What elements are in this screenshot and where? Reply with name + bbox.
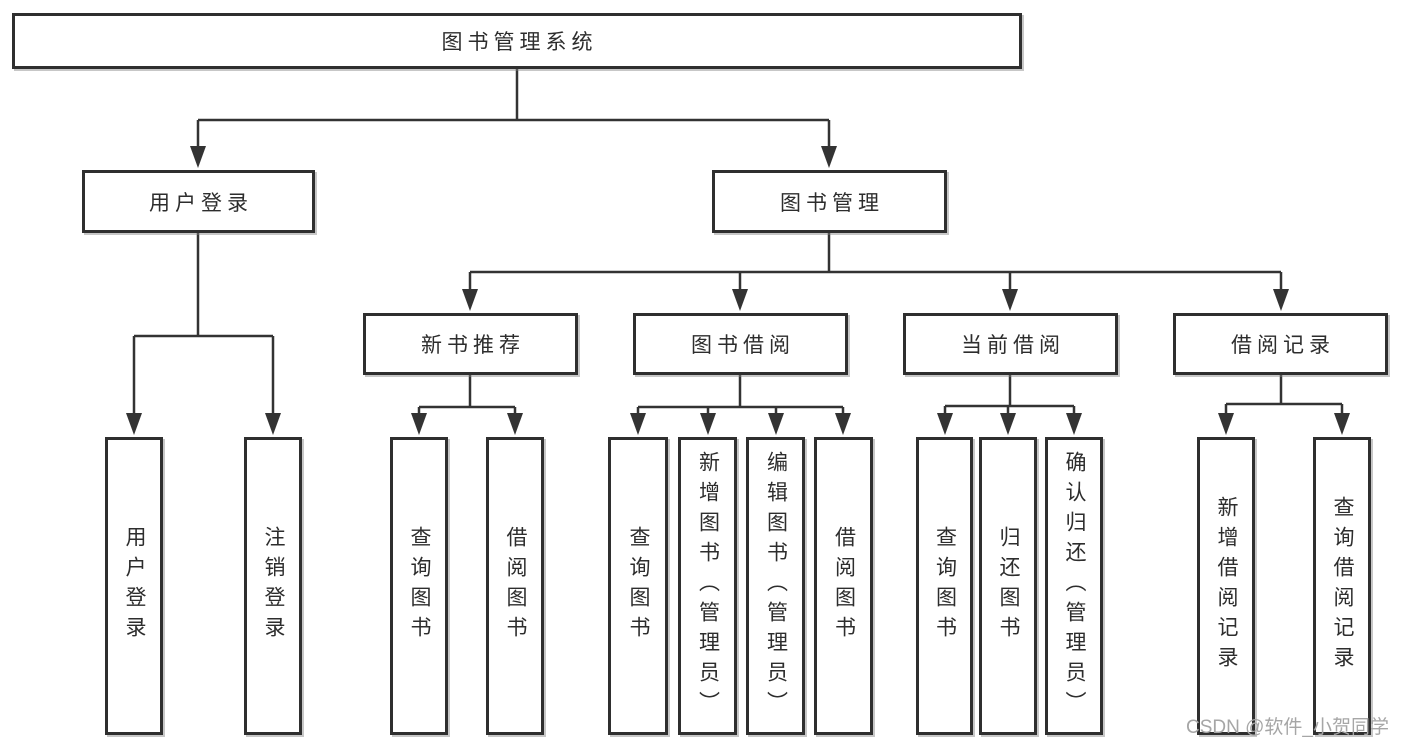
node-label: 借阅记录 [1231, 334, 1335, 357]
arrowhead-down [700, 413, 716, 435]
node-label: 用户登录 [149, 191, 253, 215]
node-label: 图书管理系统 [441, 31, 598, 54]
arrowhead-down [1334, 413, 1350, 435]
connector-new-book-children [411, 375, 523, 435]
arrowhead-down [462, 289, 478, 311]
node-borrow-books-leaf: 借阅图书 [814, 437, 873, 735]
arrowhead-down [1066, 413, 1082, 435]
arrowhead-down [937, 413, 953, 435]
node-label: 新书推荐 [421, 334, 525, 357]
node-user-login: 用户登录 [82, 170, 315, 233]
node-label: 借阅图书 [832, 526, 856, 646]
connector-book-borrowing-children [630, 375, 851, 435]
node-label: 查询借阅记录 [1331, 496, 1354, 676]
arrowhead-down [126, 413, 142, 435]
node-query-books-recommend: 查询图书 [390, 437, 448, 735]
arrowhead-down [190, 146, 206, 168]
node-label: 编辑图书（管理员） [764, 451, 788, 721]
node-label: 查询图书 [627, 526, 650, 646]
node-label: 查询图书 [408, 526, 431, 646]
arrowhead-down [265, 413, 281, 435]
arrowhead-down [1218, 413, 1234, 435]
node-label: 查询图书 [933, 526, 957, 646]
node-query-books-borrowing: 查询图书 [608, 437, 668, 735]
node-query-books-current: 查询图书 [916, 437, 973, 735]
node-library-management-system: 图书管理系统 [12, 13, 1022, 69]
arrowhead-down [1273, 289, 1289, 311]
arrowhead-down [507, 413, 523, 435]
node-new-book-recommendation: 新书推荐 [363, 313, 578, 375]
node-label: 当前借阅 [961, 334, 1065, 357]
connector-current-borrowing-children [937, 375, 1082, 435]
node-book-borrowing: 图书借阅 [633, 313, 848, 375]
node-label: 用户登录 [123, 526, 146, 646]
node-borrowing-records: 借阅记录 [1173, 313, 1388, 375]
node-query-borrow-record: 查询借阅记录 [1313, 437, 1371, 735]
node-borrow-books-recommend: 借阅图书 [486, 437, 544, 735]
node-confirm-return-admin: 确认归还（管理员） [1045, 437, 1103, 735]
node-label: 图书管理 [780, 191, 884, 215]
node-label: 注销登录 [262, 526, 285, 646]
arrowhead-down [1000, 413, 1016, 435]
node-user-login-leaf: 用户登录 [105, 437, 163, 735]
watermark-text: CSDN @软件_小贺同学 [1186, 717, 1389, 738]
connector-user-login-children [126, 233, 281, 435]
node-return-book: 归还图书 [979, 437, 1037, 735]
node-book-management: 图书管理 [712, 170, 947, 233]
connector-borrowing-records-children [1218, 375, 1350, 435]
connector-book-management-children [462, 233, 1289, 311]
node-logout-leaf: 注销登录 [244, 437, 302, 735]
arrowhead-down [732, 289, 748, 311]
node-add-borrow-record: 新增借阅记录 [1197, 437, 1255, 735]
arrowhead-down [411, 413, 427, 435]
arrowhead-down [835, 413, 851, 435]
connector-root-to-level2 [190, 69, 837, 168]
arrowhead-down [1002, 289, 1018, 311]
arrowhead-down [821, 146, 837, 168]
arrowhead-down [768, 413, 784, 435]
node-label: 借阅图书 [504, 526, 527, 646]
node-label: 图书借阅 [691, 334, 795, 357]
node-label: 新增借阅记录 [1215, 496, 1238, 676]
node-add-book-admin: 新增图书（管理员） [678, 437, 737, 735]
arrowhead-down [630, 413, 646, 435]
node-current-borrowing: 当前借阅 [903, 313, 1118, 375]
node-label: 新增图书（管理员） [696, 451, 720, 721]
node-label: 确认归还（管理员） [1063, 451, 1086, 721]
node-label: 归还图书 [997, 526, 1020, 646]
node-edit-book-admin: 编辑图书（管理员） [746, 437, 805, 735]
